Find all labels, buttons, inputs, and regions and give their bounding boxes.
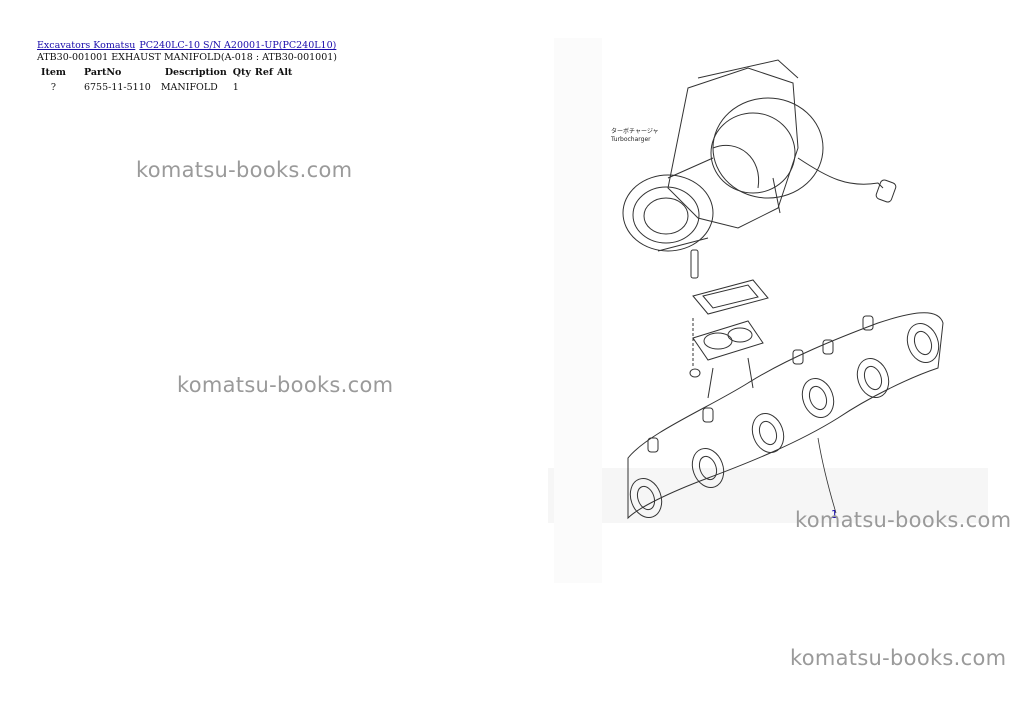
turbo-compressor-housing — [712, 97, 824, 199]
page-subtitle: ATB30-001001 EXHAUST MANIFOLD(A-018 : AT… — [37, 52, 337, 63]
cell-item: ? — [50, 82, 57, 93]
cell-alt — [275, 79, 294, 96]
watermark: komatsu-books.com — [790, 646, 1007, 670]
table-header-row: Item PartNo Description Qty Ref Alt — [37, 66, 294, 79]
watermark: komatsu-books.com — [177, 373, 394, 397]
col-partno: PartNo — [83, 67, 122, 78]
col-item: Item — [41, 67, 66, 78]
col-ref: Ref — [254, 67, 273, 78]
col-alt: Alt — [276, 67, 293, 78]
col-description: Description — [164, 67, 227, 78]
manifold-body — [627, 312, 944, 520]
turbocharger-label: ターボチャージャ Turbocharger — [611, 128, 659, 143]
watermark: komatsu-books.com — [136, 158, 353, 182]
breadcrumb-link-model[interactable]: PC240LC-10 S/N A20001-UP(PC240L10) — [139, 40, 337, 51]
col-qty: Qty — [232, 67, 251, 78]
cell-description: MANIFOLD — [160, 82, 218, 93]
turbo-intake — [622, 174, 714, 252]
breadcrumb-link-excavators[interactable]: Excavators Komatsu — [37, 40, 136, 51]
callout-1[interactable]: 1 — [831, 508, 838, 521]
cell-partno: 6755-11-5110 — [83, 82, 151, 93]
table-row: ? 6755-11-5110 MANIFOLD 1 — [37, 79, 294, 96]
parts-table: Item PartNo Description Qty Ref Alt ? 67… — [37, 66, 294, 96]
cell-ref — [253, 79, 275, 96]
cell-qty: 1 — [232, 82, 239, 93]
watermark: komatsu-books.com — [795, 508, 1012, 532]
exhaust-manifold-diagram: ターボチャージャ Turbocharger 1 — [548, 38, 998, 583]
diagram-drawing — [548, 38, 988, 583]
gasket — [692, 279, 769, 315]
